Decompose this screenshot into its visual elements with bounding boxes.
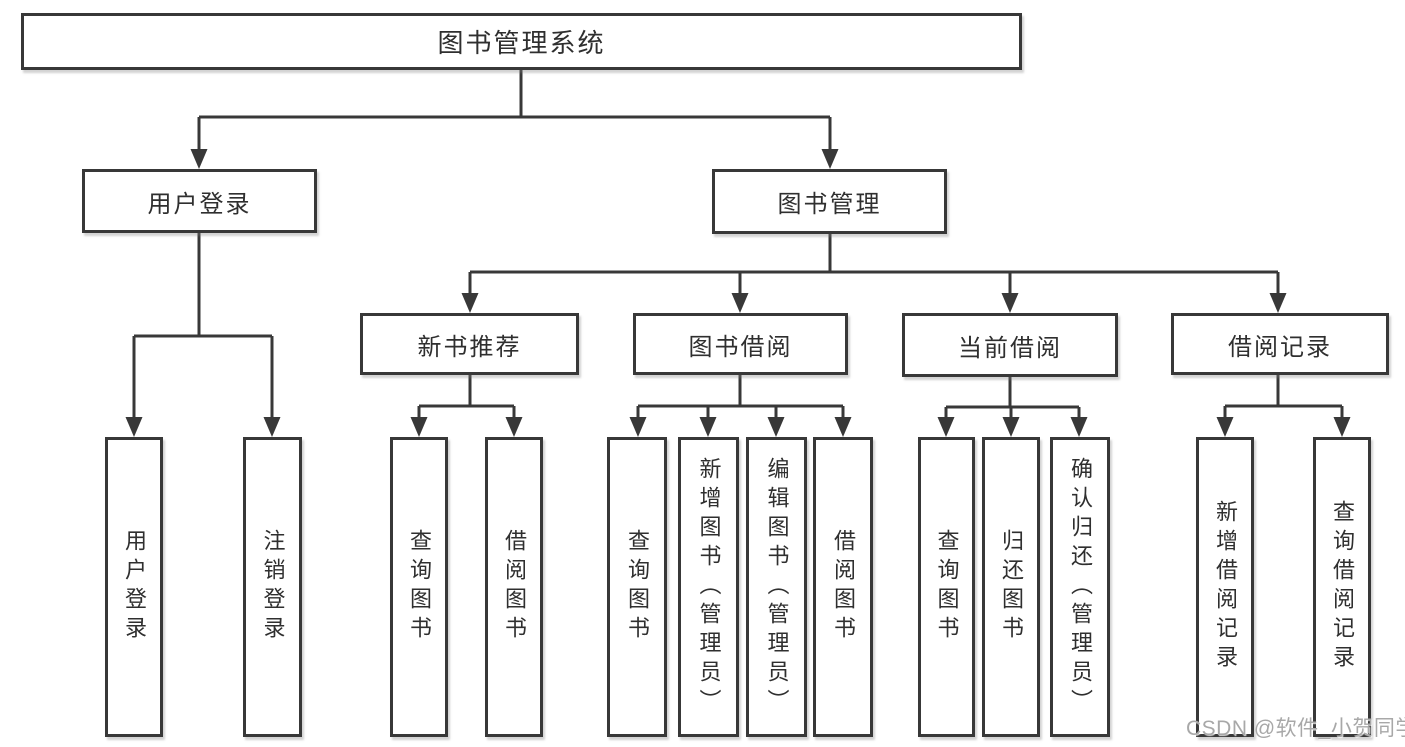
leaf-label: 借阅图书 (831, 529, 856, 645)
node-label: 新书推荐 (417, 333, 522, 361)
connector-book-management-children (461, 234, 1287, 313)
leaf-add-borrow-record: 新增借阅记录 (1196, 437, 1254, 737)
connector-record-children (1216, 375, 1351, 437)
leaf-current-query-books: 查询图书 (918, 437, 975, 737)
leaf-borrow-books: 借阅图书 (813, 437, 873, 737)
connector-current-children (937, 377, 1088, 437)
leaf-label: 查询借阅记录 (1330, 500, 1355, 674)
connector-user-login-children (125, 233, 281, 437)
leaf-label: 查询图书 (407, 529, 432, 645)
leaf-label: 借阅图书 (502, 529, 527, 645)
leaf-recommend-query-books: 查询图书 (390, 437, 448, 737)
connector-borrow-children (629, 375, 852, 437)
node-label: 用户登录 (147, 190, 252, 218)
leaf-recommend-borrow-books: 借阅图书 (485, 437, 543, 737)
node-label: 图书管理系统 (437, 28, 606, 58)
node-book-management: 图书管理 (712, 169, 947, 234)
leaf-return-books: 归还图书 (982, 437, 1040, 737)
leaf-label: 归还图书 (999, 529, 1024, 645)
node-library-management-system: 图书管理系统 (21, 13, 1022, 70)
leaf-add-books-admin: 新增图书（管理员） (678, 437, 739, 737)
leaf-label: 新增图书（管理员） (696, 456, 722, 718)
leaf-label: 查询图书 (934, 529, 960, 645)
node-label: 借阅记录 (1228, 333, 1332, 361)
connector-recommend-children (410, 375, 523, 437)
leaf-confirm-return-admin: 确认归还（管理员） (1050, 437, 1110, 737)
node-label: 图书管理 (777, 191, 882, 218)
leaf-label: 注销登录 (260, 529, 286, 645)
node-book-borrowing: 图书借阅 (633, 313, 848, 375)
leaf-label: 新增借阅记录 (1213, 500, 1238, 674)
csdn-watermark: CSDN @软件_小贺同学 (1186, 717, 1405, 740)
leaf-logout: 注销登录 (243, 437, 302, 737)
node-label: 当前借阅 (958, 334, 1062, 362)
leaf-query-borrow-record: 查询借阅记录 (1313, 437, 1371, 737)
connector-root-to-level2 (190, 70, 839, 169)
leaf-edit-books-admin: 编辑图书（管理员） (746, 437, 807, 737)
node-user-login: 用户登录 (82, 169, 317, 233)
leaf-borrow-query-books: 查询图书 (607, 437, 667, 737)
leaf-user-login: 用户登录 (105, 437, 163, 737)
node-new-book-recommend: 新书推荐 (360, 313, 579, 375)
node-label: 图书借阅 (688, 333, 793, 361)
node-borrowing-records: 借阅记录 (1171, 313, 1389, 375)
leaf-label: 用户登录 (122, 529, 147, 645)
leaf-label: 编辑图书（管理员） (764, 456, 790, 718)
leaf-label: 查询图书 (625, 529, 650, 645)
leaf-label: 确认归还（管理员） (1068, 456, 1093, 718)
node-current-borrowing: 当前借阅 (902, 313, 1118, 377)
